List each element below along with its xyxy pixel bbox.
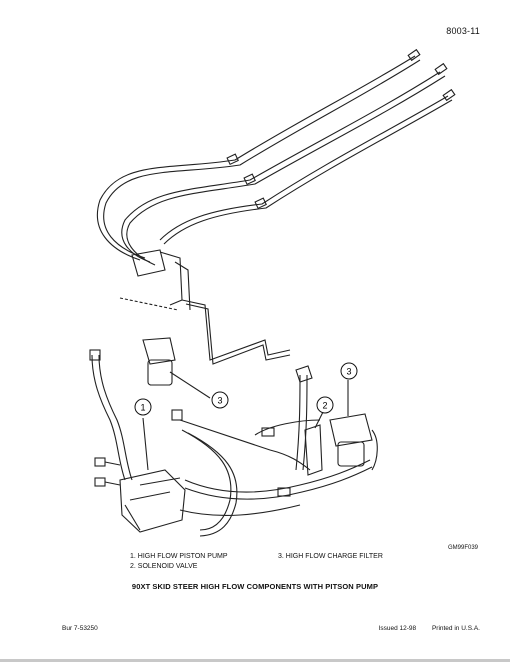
callout-1-label: 1 [140,403,145,413]
footer-right: Issued 12-98 Printed in U.S.A. [379,625,480,632]
callout-3-left-label: 3 [217,396,222,406]
figure-caption: 90XT SKID STEER HIGH FLOW COMPONENTS WIT… [131,582,379,591]
callout-1: 1 [134,398,152,416]
callout-3-right-label: 3 [346,367,351,377]
legend-item-1: 1. HIGH FLOW PISTON PUMP [130,553,228,560]
legend-item-2: 2. SOLENOID VALVE [130,563,198,570]
legend-item-3: 3. HIGH FLOW CHARGE FILTER [278,553,383,560]
callout-3-right: 3 [340,362,358,380]
hydraulic-components-diagram: 1 3 2 3 [89,48,456,537]
printed-in: Printed in U.S.A. [431,625,480,632]
figure-id: GM99F039 [448,545,479,551]
doc-number: Bur 7-53250 [62,625,98,632]
legend: 1. HIGH FLOW PISTON PUMP 2. SOLENOID VAL… [130,552,383,572]
bottom-rule [0,659,510,662]
issued-date: Issued 12-98 [378,625,417,632]
callout-2-label: 2 [322,401,327,411]
callout-2: 2 [316,396,334,414]
callout-3-left: 3 [211,391,229,409]
page-number: 8003-11 [446,26,480,36]
